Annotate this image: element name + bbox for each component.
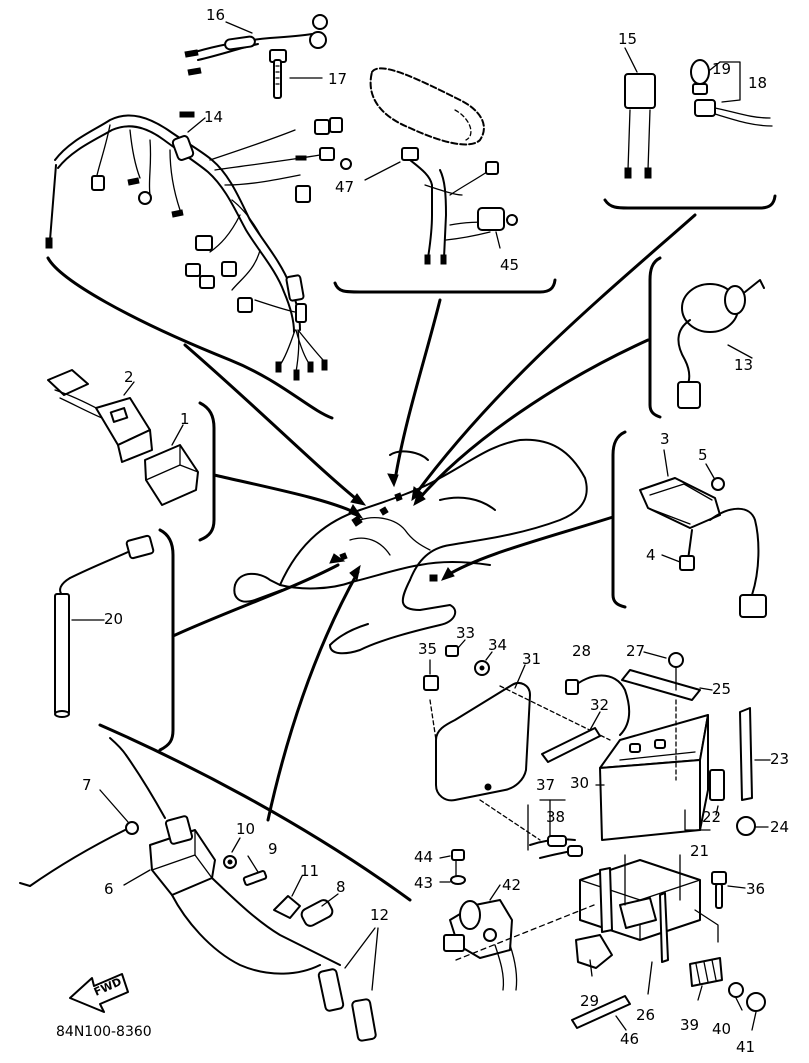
callout-13: 13 bbox=[734, 356, 753, 374]
callout-35: 35 bbox=[418, 640, 437, 658]
leader-arrows bbox=[171, 213, 697, 822]
callout-7: 7 bbox=[82, 776, 92, 794]
callout-2: 2 bbox=[124, 368, 134, 386]
switch-45-47 bbox=[364, 147, 518, 265]
relay-1-2 bbox=[47, 369, 199, 506]
callout-39: 39 bbox=[680, 1016, 699, 1034]
callout-18: 18 bbox=[748, 74, 767, 92]
ignition-group bbox=[19, 737, 379, 1042]
callout-42: 42 bbox=[502, 876, 521, 894]
callout-41: 41 bbox=[736, 1038, 755, 1056]
callout-29: 29 bbox=[580, 992, 599, 1010]
callout-9: 9 bbox=[268, 840, 278, 858]
figure-code: 84N100-8360 bbox=[56, 1024, 152, 1040]
frame-outline bbox=[233, 438, 588, 655]
wire-harness-14 bbox=[45, 111, 352, 381]
bracket-regulator bbox=[611, 430, 627, 609]
callout-45: 45 bbox=[500, 256, 519, 274]
callout-15: 15 bbox=[618, 30, 637, 48]
callout-25: 25 bbox=[712, 680, 731, 698]
callout-27: 27 bbox=[626, 642, 645, 660]
callout-28: 28 bbox=[572, 642, 591, 660]
thermo-20 bbox=[54, 534, 155, 718]
callout-1: 1 bbox=[180, 410, 190, 428]
callout-37: 37 bbox=[536, 776, 555, 794]
bracket-ignition bbox=[98, 723, 412, 902]
battery-box-26 bbox=[571, 854, 766, 1031]
bracket-left-relay bbox=[198, 401, 216, 542]
parts-16-17 bbox=[184, 14, 328, 99]
callout-30: 30 bbox=[570, 774, 589, 792]
bracket-harness bbox=[46, 256, 334, 420]
handlebar-grip bbox=[369, 67, 485, 146]
cables-28-32 bbox=[541, 674, 631, 763]
callout-23: 23 bbox=[770, 750, 789, 768]
battery-cover-31 bbox=[423, 639, 611, 841]
bracket-switch-group bbox=[333, 278, 557, 294]
callout-47: 47 bbox=[335, 178, 354, 196]
callout-8: 8 bbox=[336, 878, 346, 896]
callout-46: 46 bbox=[620, 1030, 639, 1048]
main-switch-13 bbox=[677, 279, 765, 409]
bracket-relay-group bbox=[603, 194, 777, 210]
callout-12: 12 bbox=[370, 906, 389, 924]
callout-31: 31 bbox=[522, 650, 541, 668]
bracket-thermo bbox=[158, 528, 175, 752]
bracket-main-switch bbox=[648, 256, 662, 419]
callout-3: 3 bbox=[660, 430, 670, 448]
callout-16: 16 bbox=[206, 6, 225, 24]
callout-40: 40 bbox=[712, 1020, 731, 1038]
callout-32: 32 bbox=[590, 696, 609, 714]
callout-5: 5 bbox=[698, 446, 708, 464]
regulator-3-4-5 bbox=[639, 449, 767, 618]
starter-relay-42 bbox=[439, 799, 595, 991]
fwd-arrow bbox=[69, 973, 129, 1013]
callout-22: 22 bbox=[702, 808, 721, 826]
callout-14: 14 bbox=[204, 108, 223, 126]
callout-43: 43 bbox=[414, 874, 433, 892]
callout-20: 20 bbox=[104, 610, 123, 628]
callout-17: 17 bbox=[328, 70, 347, 88]
battery-30 bbox=[595, 651, 771, 841]
callout-26: 26 bbox=[636, 1006, 655, 1024]
callout-33: 33 bbox=[456, 624, 475, 642]
callout-38: 38 bbox=[546, 808, 565, 826]
callout-24: 24 bbox=[770, 818, 789, 836]
callout-6: 6 bbox=[104, 880, 114, 898]
callout-4: 4 bbox=[646, 546, 656, 564]
callout-36: 36 bbox=[746, 880, 765, 898]
callout-labels: 16 17 14 15 19 18 47 45 13 2 1 3 5 4 20 … bbox=[82, 6, 789, 1056]
callout-34: 34 bbox=[488, 636, 507, 654]
callout-19: 19 bbox=[712, 60, 731, 78]
callout-10: 10 bbox=[236, 820, 255, 838]
callout-21: 21 bbox=[690, 842, 709, 860]
relay-15-bulb-18-19 bbox=[624, 47, 773, 179]
callout-11: 11 bbox=[300, 862, 319, 880]
callout-44: 44 bbox=[414, 848, 433, 866]
